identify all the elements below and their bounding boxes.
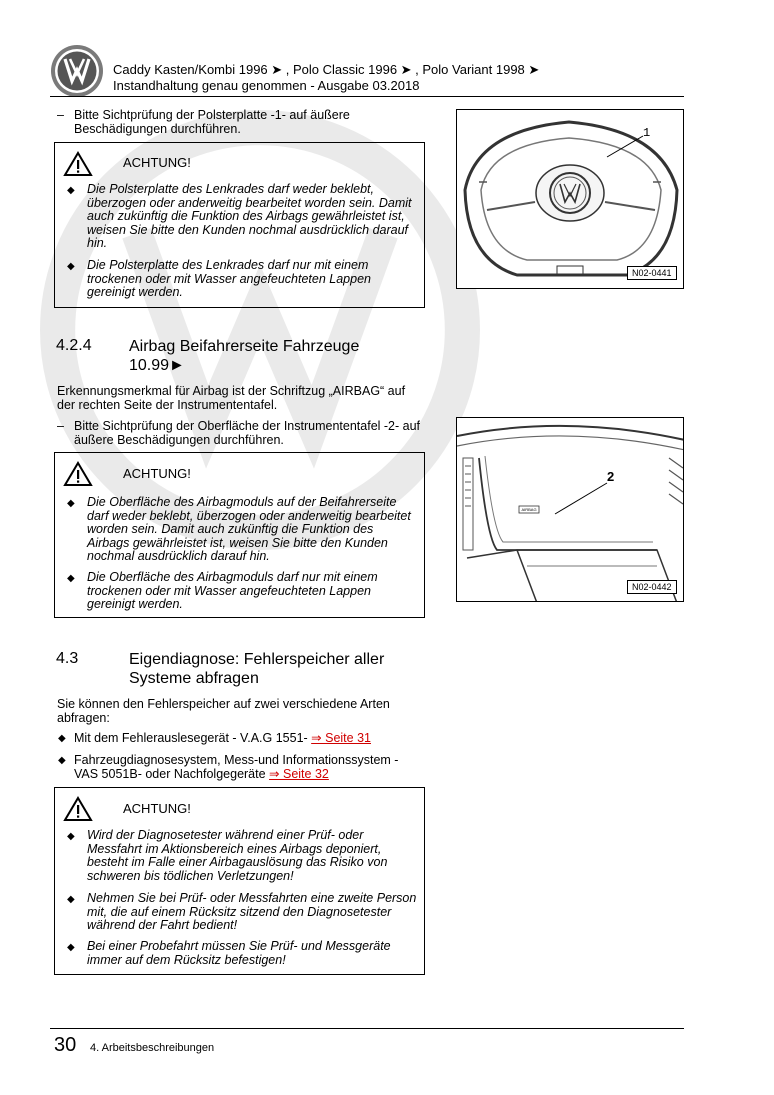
airbag-tag: AIRBAG — [521, 507, 537, 512]
dashboard-drawing — [457, 424, 683, 601]
section-title: Airbag Beifahrerseite Fahrzeuge 10.99► — [129, 338, 360, 374]
list-item: Mit dem Fehlerauslesegerät - V.A.G 1551-… — [74, 731, 424, 745]
warning-title: ACHTUNG! — [123, 801, 191, 816]
warning-title: ACHTUNG! — [123, 466, 191, 481]
bullet-diamond-icon: ◆ — [58, 755, 66, 766]
bullet-diamond-icon: ◆ — [67, 185, 75, 196]
header-divider — [50, 96, 684, 97]
bullet-diamond-icon: ◆ — [67, 261, 75, 272]
bullet-diamond-icon: ◆ — [58, 733, 66, 744]
header-manual-title: Instandhaltung genau genommen - Ausgabe … — [113, 78, 420, 93]
figure-code: N02-0442 — [627, 580, 677, 594]
bullet-diamond-icon: ◆ — [67, 894, 75, 905]
warning-box-2: ACHTUNG! ◆ Die Oberfläche des Airbagmodu… — [54, 452, 425, 618]
vw-watermark — [40, 110, 480, 550]
figure-steering-wheel: 1 N02-0441 — [456, 109, 684, 289]
section-number: 4.2.4 — [56, 337, 92, 354]
list-item: Fahrzeugdiagnosesystem, Mess-und Informa… — [74, 753, 409, 781]
vw-logo — [51, 45, 103, 97]
warning-triangle-icon — [63, 796, 93, 821]
warning-item: Die Oberfläche des Airbagmoduls darf nur… — [87, 570, 378, 612]
figure-callout: 2 — [607, 469, 615, 484]
bullet-diamond-icon: ◆ — [67, 498, 75, 509]
bullet-diamond-icon: ◆ — [67, 942, 75, 953]
warning-box-1: ACHTUNG! ◆ Die Polsterplatte des Lenkrad… — [54, 142, 425, 308]
bullet-diamond-icon: ◆ — [67, 573, 75, 584]
section-paragraph: Erkennungsmerkmal für Airbag ist der Sch… — [57, 384, 406, 412]
page-number: 30 — [54, 1034, 77, 1056]
list-item-text: Fahrzeugdiagnosesystem, Mess-und Informa… — [74, 753, 399, 781]
dash-marker: – — [57, 419, 64, 433]
warning-title: ACHTUNG! — [123, 155, 191, 170]
section-number: 4.3 — [56, 650, 79, 667]
warning-item: Die Polsterplatte des Lenkrades darf nur… — [87, 258, 371, 300]
warning-item: Bei einer Probefahrt müssen Sie Prüf- un… — [87, 939, 391, 967]
warning-triangle-icon — [63, 151, 93, 176]
figure-callout: 1 — [643, 126, 651, 140]
figure-code: N02-0441 — [627, 266, 677, 280]
section-paragraph: Sie können den Fehlerspeicher auf zwei v… — [57, 697, 390, 725]
warning-item: Nehmen Sie bei Prüf- oder Messfahrten ei… — [87, 891, 417, 933]
figure-dashboard: AIRBAG 2 N02-0442 — [456, 417, 684, 602]
warning-triangle-icon — [63, 461, 93, 486]
dash-marker: – — [57, 108, 64, 122]
list-item-text: Mit dem Fehlerauslesegerät - V.A.G 1551- — [74, 731, 312, 745]
steering-wheel-drawing — [463, 120, 679, 277]
warning-item: Die Polsterplatte des Lenkrades darf wed… — [87, 182, 412, 251]
section-step: Bitte Sichtprüfung der Oberfläche der In… — [74, 419, 421, 447]
page-link[interactable]: ⇒ Seite 32 — [269, 767, 329, 781]
chapter-title: 4. Arbeitsbeschreibungen — [90, 1042, 215, 1054]
intro-step: Bitte Sichtprüfung der Polsterplatte -1-… — [74, 108, 350, 136]
warning-box-3: ACHTUNG! ◆ Wird der Diagnosetester währe… — [54, 787, 425, 975]
page-link[interactable]: ⇒ Seite 31 — [311, 731, 371, 745]
footer-divider — [50, 1028, 684, 1029]
section-title: Eigendiagnose: Fehlerspeicher aller Syst… — [129, 651, 385, 687]
bullet-diamond-icon: ◆ — [67, 831, 75, 842]
warning-item: Wird der Diagnosetester während einer Pr… — [87, 828, 388, 883]
warning-item: Die Oberfläche des Airbagmoduls auf der … — [87, 495, 411, 564]
header-models: Caddy Kasten/Kombi 1996 ➤ , Polo Classic… — [113, 62, 540, 77]
